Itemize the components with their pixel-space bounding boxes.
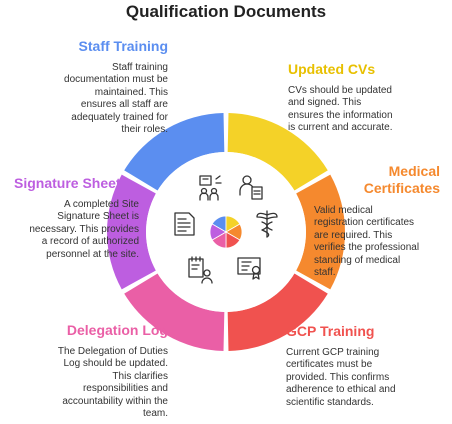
document-icon [174,212,195,236]
updated-cvs-heading: Updated CVs [288,61,376,77]
delegation-icon [188,256,213,284]
staff-training-heading: Staff Training [78,38,168,54]
signature-sheet-heading: Signature Sheet [14,175,121,191]
pie-slice-signature-sheet [209,223,227,241]
training-icon [199,175,222,201]
ring-segment-gcp-training [227,273,328,351]
ring-segment-delegation-log [124,273,225,351]
ring-segment-signature-sheet [107,174,156,290]
certificate-icon [237,257,261,280]
delegation-log-heading: Delegation Log [66,322,168,338]
caduceus-icon [256,210,278,238]
page-title: Qualification Documents [125,2,327,21]
ring-segment-medical-certificates [296,174,345,290]
ring-segment-staff-training [124,113,225,191]
center-pie [209,215,243,249]
ring-segment-updated-cvs [227,113,328,191]
gcp-training-heading: GCP Training [286,323,375,339]
cv-icon [239,175,263,200]
